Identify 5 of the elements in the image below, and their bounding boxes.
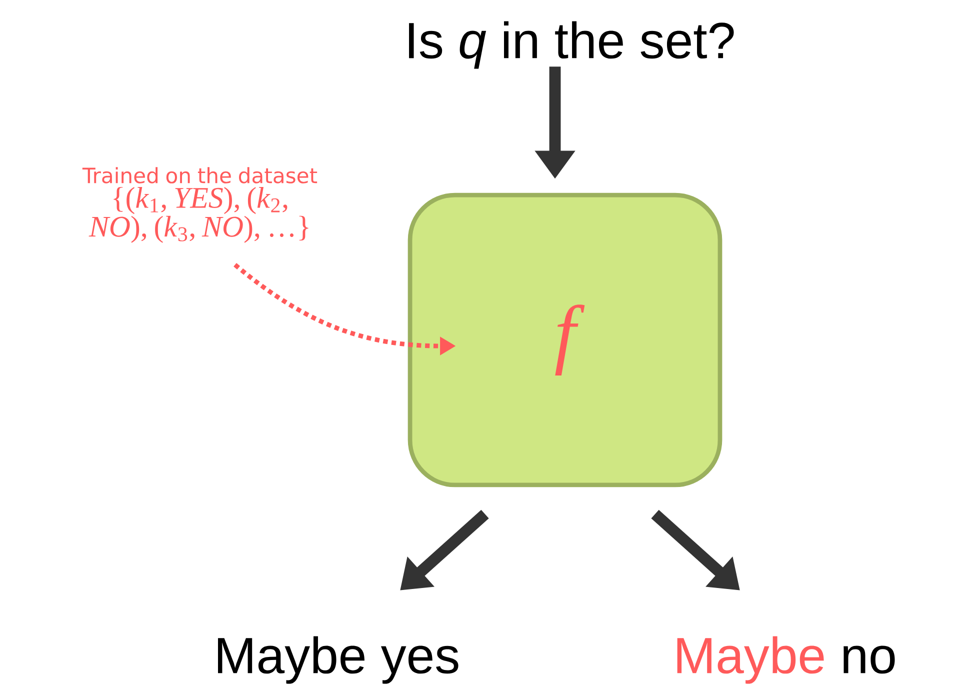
annotation-text: Trained on the dataset {(k$_{1}$, YES), (k$_{2}$, NO), (k$_{3}$, NO), …}: [82, 167, 318, 243]
question-text: Is q in the set?: [409, 21, 734, 69]
answer-text: Maybe no: [677, 636, 895, 684]
function-box: f: [408, 192, 722, 488]
answer-text: Maybe yes: [218, 636, 458, 684]
